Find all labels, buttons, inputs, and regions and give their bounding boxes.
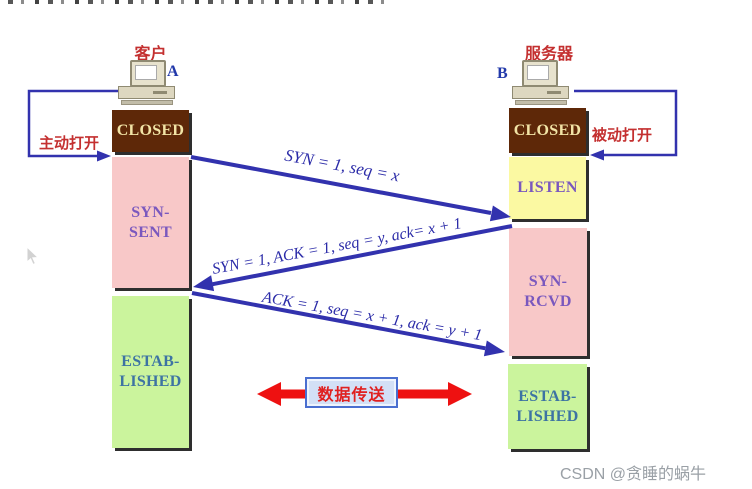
ack-message-label: ACK = 1, seq = x + 1, ack = y + 1 [260, 288, 484, 345]
active-open-label: 主动打开 [38, 135, 99, 152]
client-title: 客户 [134, 46, 167, 63]
csdn-watermark: CSDN @贪睡的蜗牛 [560, 466, 707, 483]
syn-ack-message-label: SYN = 1, ACK = 1, seq = y, ack= x + 1 [210, 215, 463, 278]
state-box-server-established: ESTAB- LISHED [508, 364, 587, 449]
client-computer-icon [118, 60, 178, 106]
state-box-client-syn-sent: SYN- SENT [112, 157, 189, 288]
server-host-letter: B [497, 65, 508, 82]
state-label: ESTAB- LISHED [516, 387, 579, 425]
state-label: CLOSED [513, 121, 582, 139]
data-transfer-box: 数据传送 [305, 377, 398, 408]
syn-message-label: SYN = 1, seq = x [283, 145, 402, 186]
server-computer-icon [512, 60, 572, 106]
state-label: LISTEN [517, 179, 578, 196]
state-label: SYN- RCVD [524, 273, 572, 310]
server-title: 服务器 [524, 46, 573, 63]
state-box-client-established: ESTAB- LISHED [112, 296, 189, 448]
mouse-cursor-icon [26, 247, 40, 266]
state-label: ESTAB- LISHED [119, 353, 182, 390]
state-label: SYN- SENT [129, 203, 172, 241]
cropped-title-fragment [8, 0, 392, 4]
state-box-server-syn-rcvd: SYN- RCVD [509, 228, 587, 356]
state-box-server-closed: CLOSED [509, 108, 586, 153]
client-host-letter: A [167, 63, 179, 80]
state-box-server-listen: LISTEN [509, 157, 586, 219]
passive-open-label: 被动打开 [592, 127, 653, 144]
state-label: CLOSED [116, 122, 185, 139]
state-box-client-closed: CLOSED [112, 110, 189, 152]
data-transfer-label: 数据传送 [317, 386, 386, 404]
